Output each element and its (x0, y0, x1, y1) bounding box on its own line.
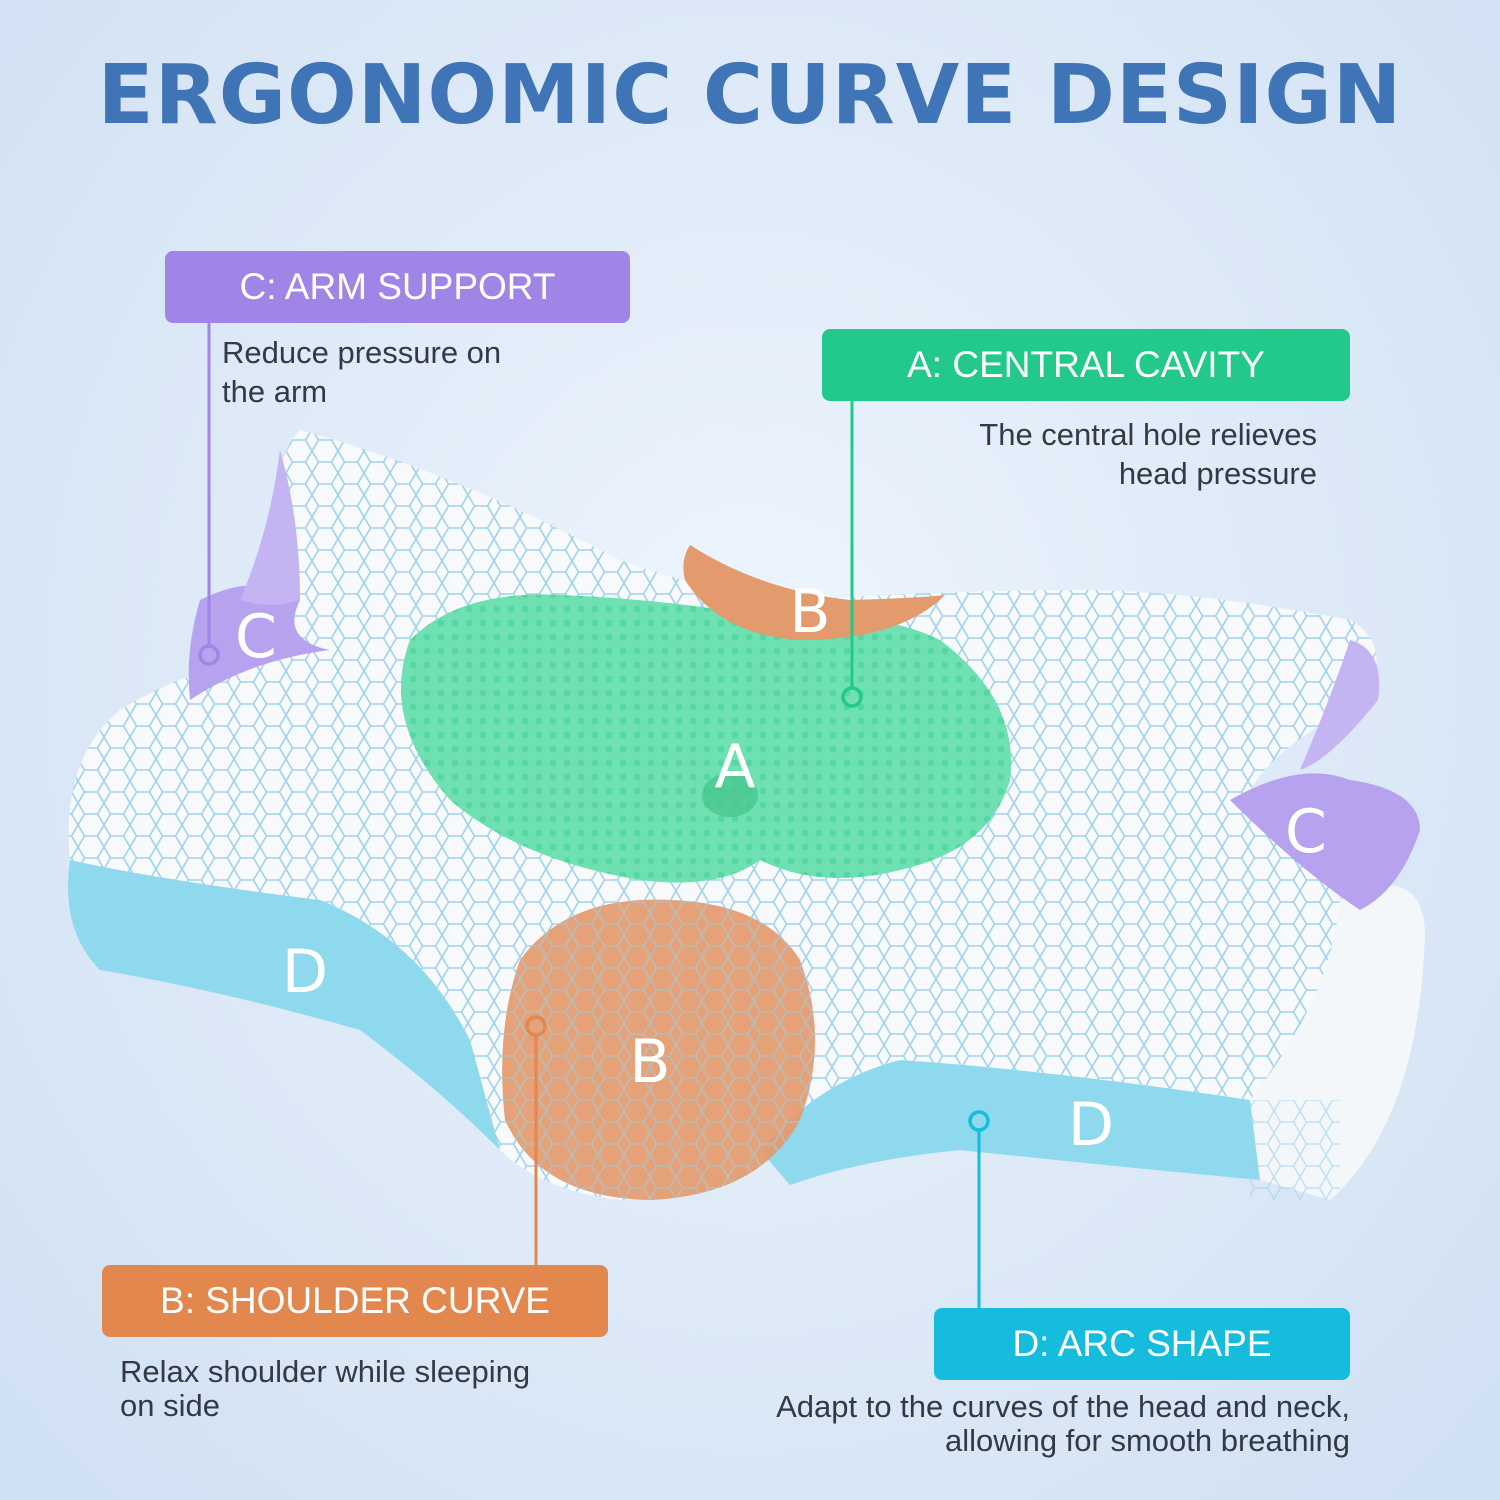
zone-letter-c-left: C (235, 602, 277, 672)
arm-support-description: Reduce pressure on the arm (222, 335, 502, 409)
zone-letter-d-left: D (281, 937, 329, 1007)
arm-support-tag: C: ARM SUPPORT (165, 251, 630, 323)
central-cavity-description: The central hole relieves head pressure (979, 417, 1317, 491)
arc-shape-left (68, 860, 500, 1150)
zone-letter-b-top: B (789, 577, 831, 647)
arc-shape-description: Adapt to the curves of the head and neck… (776, 1389, 1350, 1458)
arc-shape-right (760, 1060, 1260, 1185)
zone-letter-d-right: D (1067, 1090, 1115, 1160)
arm-support-left (188, 585, 330, 700)
central-cavity-tag: A: CENTRAL CAVITY (822, 329, 1350, 401)
zone-letter-c-right: C (1285, 797, 1327, 867)
page-title: ERGONOMIC CURVE DESIGN (97, 48, 1403, 143)
shoulder-curve-top (683, 545, 945, 640)
shoulder-curve-tag: B: SHOULDER CURVE (102, 1265, 608, 1337)
arc-shape-tag: D: ARC SHAPE (934, 1308, 1350, 1380)
arm-support-right (1230, 773, 1420, 910)
zone-letter-b-front: B (629, 1027, 671, 1097)
shoulder-curve-description: Relax shoulder while sleeping on side (120, 1354, 531, 1423)
zone-letter-a: A (714, 732, 756, 802)
